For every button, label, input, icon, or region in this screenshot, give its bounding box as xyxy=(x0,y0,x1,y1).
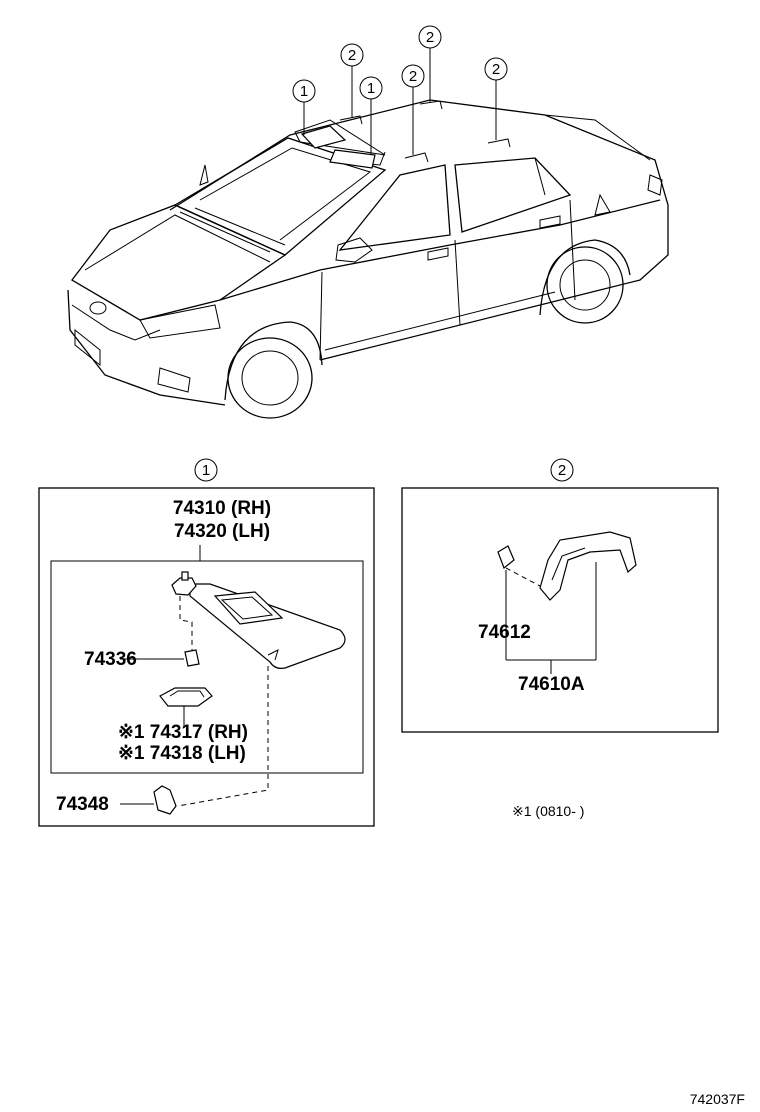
label-74318: ※1 74318 (LH) xyxy=(118,743,246,764)
box2-frame xyxy=(401,487,719,733)
box2-assist-grip: 2 74612 74610A xyxy=(401,458,719,733)
callout-top-2b: 2 xyxy=(409,68,417,85)
box1-inner-frame xyxy=(50,560,364,774)
label-74612: 74612 xyxy=(478,622,531,643)
box1-frame xyxy=(38,487,375,827)
assist-grip xyxy=(539,531,637,601)
callout-box1: 1 xyxy=(202,462,210,479)
label-74320: 74320 (LH) xyxy=(174,521,270,542)
car-illustration xyxy=(67,99,669,419)
label-74310: 74310 (RH) xyxy=(173,498,271,519)
clip-74336 xyxy=(184,649,200,667)
callout-top-1b: 1 xyxy=(367,80,375,97)
callout-top-2a: 2 xyxy=(348,47,356,64)
footnote: ※1 (0810- ) xyxy=(512,803,584,819)
holder-74348 xyxy=(153,785,177,815)
sun-visor xyxy=(189,583,346,669)
label-74610a: 74610A xyxy=(518,674,585,695)
label-74317: ※1 74317 (RH) xyxy=(118,722,248,743)
diagram-code: 742037F xyxy=(690,1091,745,1107)
label-74336: 74336 xyxy=(84,649,137,670)
callout-box2: 2 xyxy=(558,462,566,479)
bracket-74612 xyxy=(497,545,515,569)
callout-top-2d: 2 xyxy=(492,61,500,78)
callout-top-1a: 1 xyxy=(300,83,308,100)
box1-sun-visor: 1 74310 (RH) 74320 (LH) 74336 ※1 74317 (… xyxy=(38,458,375,827)
callout-top-2c: 2 xyxy=(426,29,434,46)
label-74348: 74348 xyxy=(56,794,109,815)
visor-pivot xyxy=(171,577,197,596)
top-callouts: 1 2 1 2 2 2 xyxy=(292,25,508,155)
mirror-74317 xyxy=(159,687,213,707)
